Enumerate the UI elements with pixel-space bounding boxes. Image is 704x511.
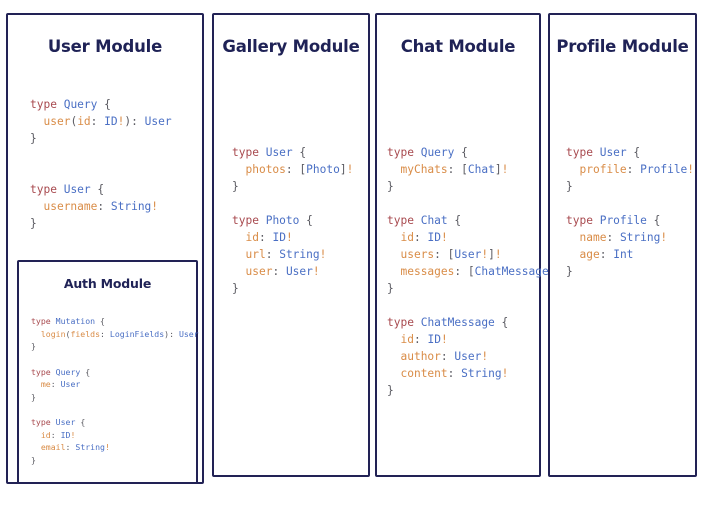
module-title-profile: Profile Module [556,37,689,56]
module-title-user: User Module [47,37,163,56]
schema-code-auth: type Mutation { login(fields: LoginField… [31,316,199,465]
module-title-chat: Chat Module [400,37,516,56]
schema-code-chat: type Query { myChats: [Chat]! } type Cha… [387,146,562,398]
module-title-auth: Auth Module [63,276,152,291]
module-card-profile[interactable]: Profile Module type User { profile: Prof… [548,13,697,477]
module-title-gallery: Gallery Module [222,37,360,56]
module-card-auth[interactable]: Auth Module type Mutation { login(fields… [17,260,199,484]
schema-code-gallery: type User { photos: [Photo]! } type Phot… [232,146,354,296]
module-card-chat[interactable]: Chat Module type Query { myChats: [Chat]… [375,13,562,477]
schema-code-profile: type User { profile: Profile! } type Pro… [566,146,695,279]
module-card-gallery[interactable]: Gallery Module type User { photos: [Phot… [212,13,370,477]
schema-code-user: type Query { user(id: ID!): User } type … [30,98,172,231]
module-card-user[interactable]: User Module type Query { user(id: ID!): … [6,13,204,484]
